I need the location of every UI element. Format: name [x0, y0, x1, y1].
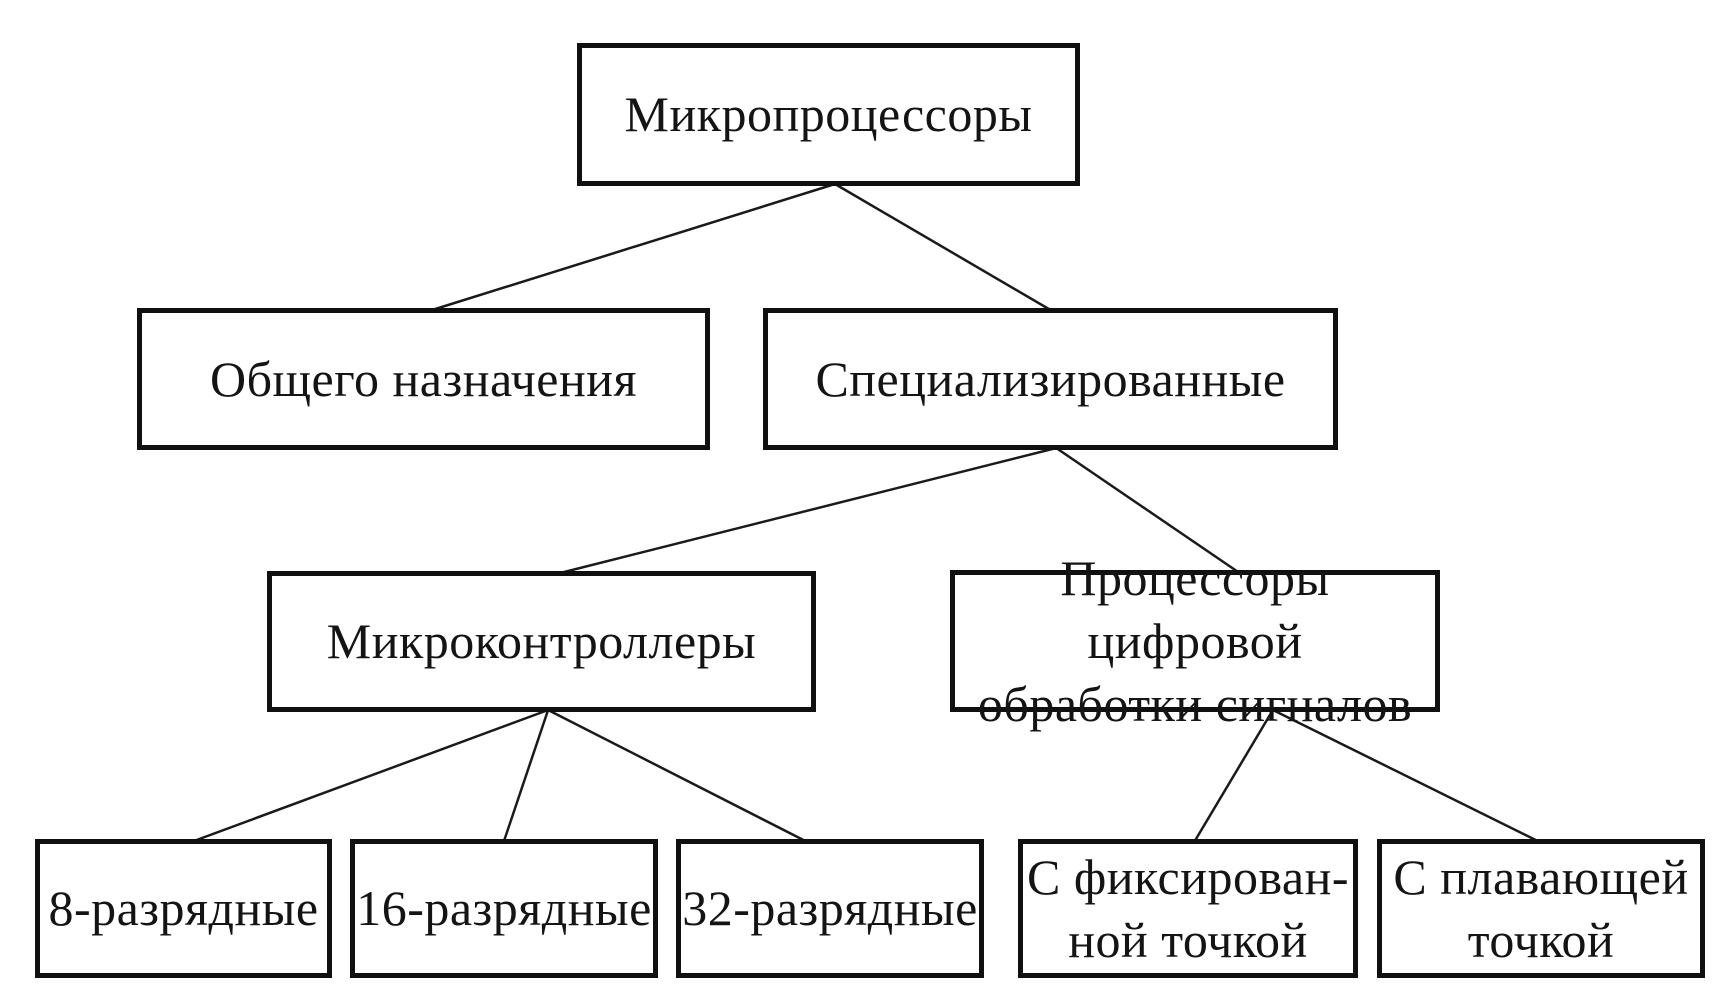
connector-mcu-bit32	[547, 708, 806, 843]
connector-mcu-bit8	[193, 708, 549, 843]
node-8-bit-label: 8-разрядные	[48, 880, 319, 936]
node-general-purpose-label: Общего назначения	[209, 350, 637, 407]
node-specialized-label: Специализированные	[815, 350, 1286, 407]
connector-dsp-float	[1272, 708, 1539, 843]
node-floating-point: С плавающей точкой	[1377, 839, 1705, 978]
node-dsp: Процессоры цифровой обработки сигналов	[950, 550, 1440, 732]
node-16-bit: 16-разрядные	[350, 839, 658, 978]
node-microcontrollers-label: Микроконтроллеры	[326, 613, 757, 669]
node-microprocessors: Микропроцессоры	[577, 43, 1080, 186]
node-32-bit: 32-разрядные	[676, 839, 984, 978]
node-fixed-point: С фиксирован- ной точкой	[1018, 839, 1358, 978]
node-specialized: Специализированные	[763, 308, 1338, 450]
connector-specialized-mcu	[559, 446, 1057, 575]
connector-root-general	[431, 182, 836, 312]
node-fixed-point-label: С фиксирован- ной точкой	[1026, 848, 1350, 968]
node-16-bit-label: 16-разрядные	[356, 880, 652, 936]
connector-mcu-bit16	[502, 709, 550, 842]
node-microcontrollers: Микроконтроллеры	[267, 571, 816, 712]
node-8-bit: 8-разрядные	[35, 839, 332, 978]
node-general-purpose: Общего назначения	[137, 308, 710, 450]
connector-specialized-dsp	[1055, 446, 1239, 574]
connector-dsp-fixed	[1193, 709, 1274, 842]
node-32-bit-label: 32-разрядные	[682, 880, 978, 936]
node-dsp-label: Процессоры цифровой обработки сигналов	[977, 549, 1413, 732]
node-microprocessors-label: Микропроцессоры	[624, 86, 1033, 142]
connector-root-specialized	[834, 182, 1052, 312]
node-floating-point-label: С плавающей точкой	[1393, 848, 1689, 968]
